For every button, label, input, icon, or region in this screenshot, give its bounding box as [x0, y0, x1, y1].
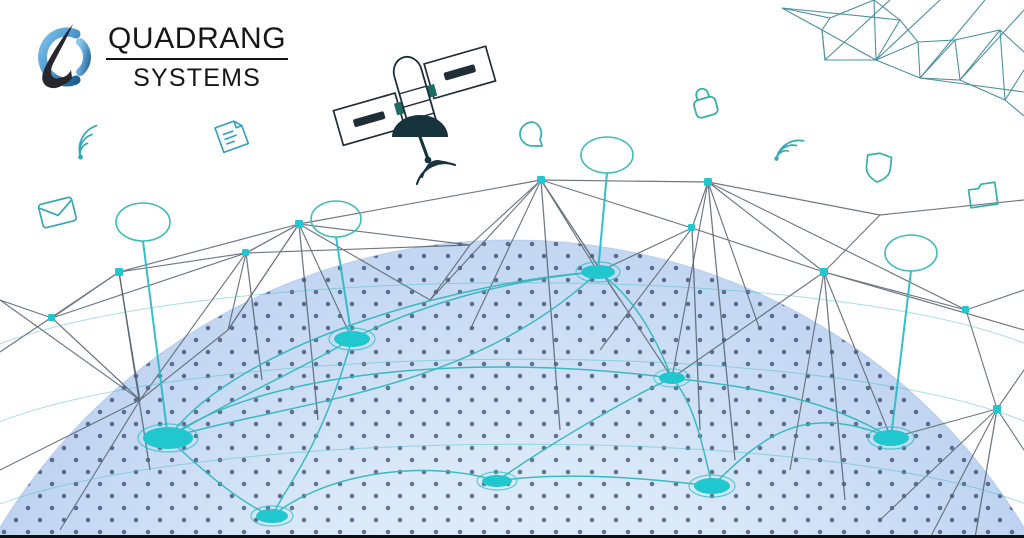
mesh-struts-vertical: [118, 179, 998, 535]
satellite-dish-icon: [392, 115, 448, 164]
balloon-relay-4[interactable]: [884, 234, 938, 272]
mesh-node-g[interactable]: [688, 224, 695, 231]
ground-node-north[interactable]: [575, 261, 621, 283]
ground-node-south-west[interactable]: [250, 505, 294, 527]
balloon-relay-2[interactable]: [310, 200, 362, 238]
ground-node-far-east[interactable]: [653, 368, 691, 388]
globe-latitude-lines: [0, 282, 1024, 505]
quadrang-swoosh-logo: [38, 24, 91, 89]
mesh-node-b[interactable]: [48, 314, 55, 321]
satellite-icon: [332, 45, 497, 186]
ground-node-west[interactable]: [137, 423, 199, 453]
brand-name-primary: QUADRANG: [106, 23, 289, 60]
mesh-node-a[interactable]: [115, 268, 123, 276]
mesh-node-i[interactable]: [993, 405, 1001, 413]
folder-icon: [967, 181, 999, 209]
chat-bubble-icon: [519, 121, 543, 147]
balloon-relays: [115, 136, 938, 272]
mesh-node-d[interactable]: [242, 249, 249, 256]
satellite-panel-left: [332, 91, 406, 147]
mesh-nodes: [48, 176, 1001, 413]
document-icon: [214, 120, 250, 154]
brand-name-secondary: SYSTEMS: [133, 63, 262, 92]
top-right-polygon-mesh: [781, 0, 1024, 117]
balloon-tethers: [142, 172, 912, 439]
brand-wordmark: QUADRANG SYSTEMS: [106, 23, 289, 92]
satellite-panel-right: [423, 45, 497, 100]
wifi-signal-icon: [78, 124, 98, 160]
ground-node-mid[interactable]: [328, 327, 376, 351]
mesh-node-h[interactable]: [820, 268, 828, 276]
shield-icon: [865, 152, 893, 183]
signal-waves-icon: [415, 160, 457, 186]
envelope-icon: [37, 196, 78, 229]
balloon-relay-3[interactable]: [580, 136, 634, 174]
wifi-signal-icon-right: [774, 139, 805, 161]
ground-node-south-center[interactable]: [476, 471, 518, 491]
balloon-relay-1[interactable]: [115, 202, 171, 242]
mesh-node-f[interactable]: [704, 178, 712, 186]
brand-logo[interactable]: QUADRANG SYSTEMS: [28, 22, 289, 92]
mesh-network-back: [0, 179, 1024, 535]
ground-nodes: [137, 261, 915, 527]
ground-node-south-east[interactable]: [688, 474, 736, 498]
mesh-node-e[interactable]: [537, 176, 545, 184]
mesh-node-j[interactable]: [962, 306, 969, 313]
lock-icon: [693, 87, 719, 119]
globe-group: [0, 239, 1024, 535]
mesh-node-c[interactable]: [295, 220, 303, 228]
ground-node-east[interactable]: [867, 426, 915, 450]
